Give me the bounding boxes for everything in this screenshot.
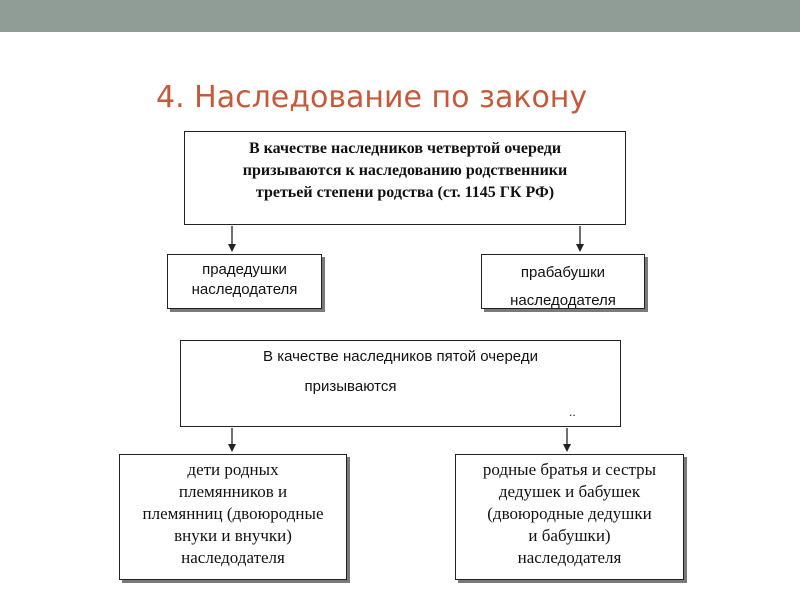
ellipsis-mark: .. [569,405,576,419]
box-line: племянниц (двоюродные [142,504,324,523]
arrow-head [228,444,236,452]
slide-title: 4. Наследование по закону [156,80,588,115]
grandparents-siblings-box: родные братья и сестры дедушек и бабушек… [455,454,684,580]
header-line: В качестве наследников четвертой очереди [248,140,562,157]
header-line: В качестве наследников пятой очереди [263,348,538,365]
great-grandfathers-box: прадедушки наследодателя [167,254,322,309]
box-line: наследодателя [181,548,285,567]
header-line: третьей степени родства (ст. 1145 ГК РФ) [255,184,555,201]
box-line: внуки и внучки) [174,526,292,545]
box-line: дети родных [187,460,279,479]
box-line: прабабушки [520,264,606,281]
fourth-order-header-box: В качестве наследников четвертой очереди… [184,131,626,225]
header-line: призываются [304,378,397,395]
header-bar [0,0,800,32]
grand-nephews-box: дети родных племянников и племянниц (дво… [119,454,347,580]
fifth-order-header-box: В качестве наследников пятой очереди при… [180,340,621,427]
box-line: наследодателя [191,281,298,298]
great-grandmothers-box: прабабушки наследодателя [481,254,645,309]
arrow-head [228,244,236,252]
box-line: (двоюродные дедушки [487,504,652,523]
box-line: родные братья и сестры [482,460,657,479]
arrow-head [563,444,571,452]
box-line: племянников и [178,482,288,501]
box-line: наследодателя [510,292,616,309]
box-line: наследодателя [517,548,622,567]
box-line: прадедушки [202,261,287,278]
box-line: дедушек и бабушек [498,482,641,501]
box-line: и бабушки) [528,526,611,545]
arrow-head [576,244,584,252]
header-line: призываются к наследованию родственники [242,162,568,179]
